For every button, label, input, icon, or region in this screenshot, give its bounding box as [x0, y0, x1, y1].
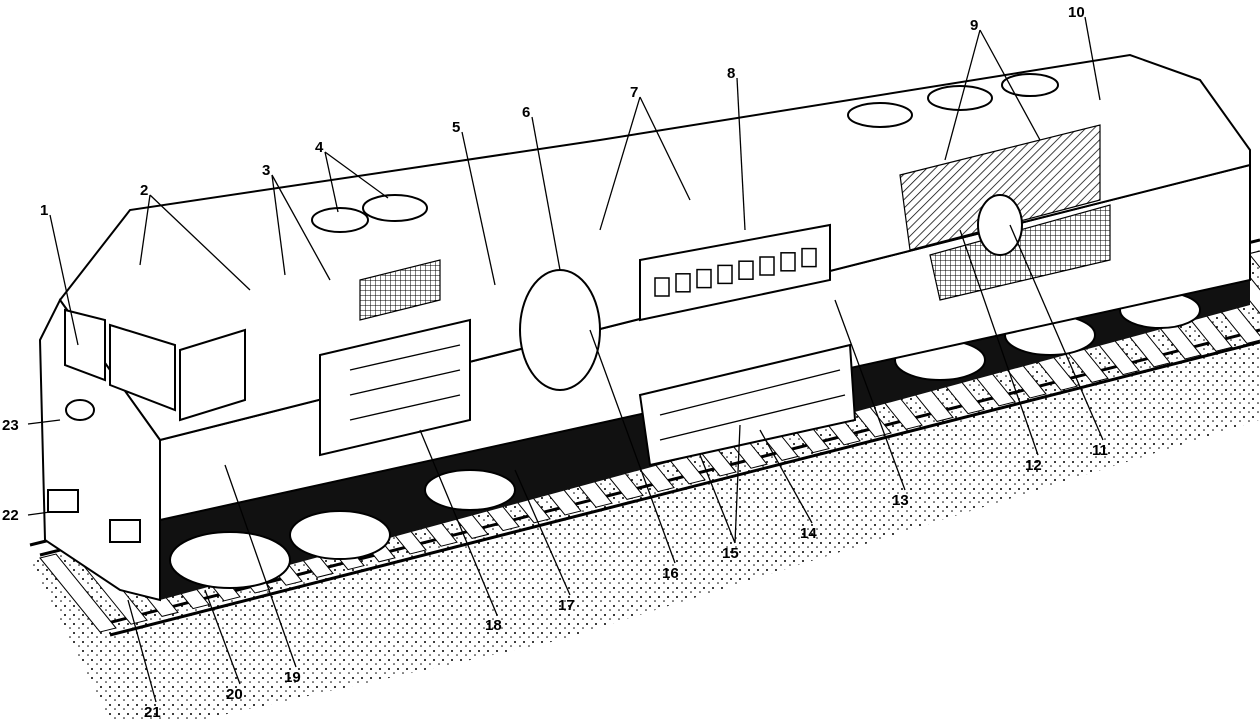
callout-22: 22 [2, 507, 19, 524]
callout-20: 20 [226, 686, 243, 703]
callout-10: 10 [1068, 4, 1085, 21]
callout-13: 13 [892, 492, 909, 509]
callout-19: 19 [284, 669, 301, 686]
callout-15: 15 [722, 545, 739, 562]
callout-2: 2 [140, 182, 148, 199]
callout-8: 8 [727, 65, 735, 82]
cab-window [109, 323, 176, 412]
callout-12: 12 [1025, 457, 1042, 474]
callout-4: 4 [315, 139, 324, 156]
sleeper [39, 553, 117, 633]
engine-cylinder [801, 247, 817, 268]
cab-side-window [179, 328, 246, 422]
headlight [65, 399, 95, 421]
equipment-block-lines [349, 344, 461, 421]
callout-5: 5 [452, 119, 460, 136]
radiator-grille [929, 204, 1111, 301]
callout-18: 18 [485, 617, 502, 634]
engine-cylinder [738, 260, 754, 280]
fan-drive [977, 194, 1023, 256]
cooling-radiator [899, 124, 1101, 251]
callout-21: 21 [144, 704, 161, 720]
callout-9: 9 [970, 17, 978, 34]
leader-lines [27, 16, 1104, 703]
roof-fans [311, 73, 1059, 233]
diesel-engine [639, 223, 831, 322]
front-bogie [169, 469, 516, 589]
fuel-tank [638, 343, 857, 467]
buffer [47, 489, 79, 513]
engine-cylinder [696, 268, 712, 289]
traction-generator [519, 269, 601, 391]
callout-23: 23 [2, 417, 19, 434]
engine-cylinder [759, 256, 775, 276]
callout-11: 11 [1092, 442, 1108, 459]
callout-1: 1 [40, 202, 48, 219]
equipment-block [319, 318, 471, 457]
callout-6: 6 [522, 104, 530, 121]
callout-14: 14 [800, 525, 817, 542]
engine-cylinders [654, 247, 817, 297]
callout-7: 7 [630, 84, 638, 101]
fuel-tank-lines [659, 369, 846, 441]
engine-cylinder [717, 264, 733, 285]
engine-cylinder [675, 273, 691, 293]
cab-window [64, 308, 106, 382]
engine-cylinder [654, 277, 670, 297]
callout-17: 17 [558, 597, 575, 614]
buffer [109, 519, 141, 543]
callout-16: 16 [662, 565, 679, 582]
cab-grille [359, 259, 441, 321]
callout-labels: 1 2 3 4 5 6 7 8 9 10 11 12 13 14 15 16 1… [2, 4, 1108, 720]
engine-cylinder [780, 252, 796, 272]
callout-3: 3 [262, 162, 270, 179]
